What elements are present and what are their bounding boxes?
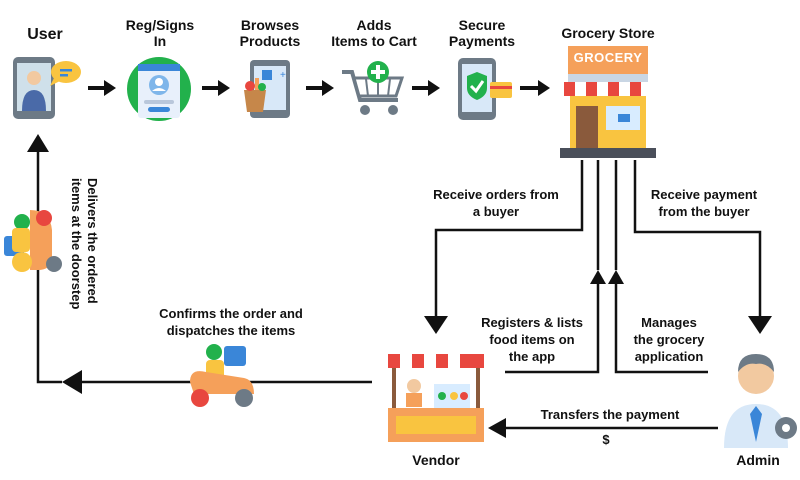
label-confirms-dispatch: Confirms the order and dispatches the it… — [159, 306, 303, 338]
label-currency: $ — [602, 432, 610, 447]
label-receive-orders: Receive orders from a buyer — [433, 187, 559, 219]
label-delivers-doorstep: Delivers the ordered items at the doorst… — [69, 178, 100, 310]
step-label-user: User — [27, 26, 63, 43]
svg-text:+: + — [280, 70, 286, 81]
delivery-scooter-icon — [184, 338, 260, 412]
edge-registers — [505, 160, 606, 374]
step-label-cart: Adds Items to Cart — [331, 17, 417, 49]
edge-manages — [608, 160, 708, 374]
step-label-payments: Secure Payments — [448, 17, 516, 49]
admin-person-icon — [714, 342, 800, 448]
delivery-scooter-rotated-icon — [0, 200, 62, 280]
label-transfers-payment: Transfers the payment — [540, 407, 680, 422]
edge-transfers-payment — [488, 418, 718, 438]
grocery-sign-text: GROCERY — [573, 50, 643, 65]
grocery-store-icon: GROCERY — [558, 44, 658, 162]
flow-arrow-cart-pay — [412, 80, 440, 96]
flow-arrow-user-reg — [88, 80, 116, 96]
flow-arrow-pay-store — [520, 80, 550, 96]
label-manages-app: Manages the grocery application — [633, 315, 705, 364]
label-receive-payment: Receive payment from the buyer — [650, 187, 758, 219]
step-label-grocery-store: Grocery Store — [561, 25, 655, 41]
edge-receive-orders — [424, 160, 584, 334]
edge-receive-payment — [633, 160, 772, 334]
browse-products-icon: + — [236, 56, 296, 122]
step-label-reg: Reg/Signs In — [125, 17, 195, 49]
secure-payment-icon — [452, 54, 514, 122]
actor-label-vendor: Vendor — [412, 452, 460, 468]
vendor-stall-icon — [384, 350, 488, 446]
label-registers-food: Registers & lists food items on the app — [481, 315, 583, 364]
flow-arrow-browse-cart — [306, 80, 334, 96]
add-to-cart-icon — [338, 56, 412, 122]
step-label-browse: Browses Products — [239, 17, 301, 49]
flow-arrow-reg-browse — [202, 80, 230, 96]
actor-label-admin: Admin — [736, 452, 780, 468]
sign-in-icon — [126, 56, 192, 122]
user-phone-icon — [10, 54, 82, 122]
